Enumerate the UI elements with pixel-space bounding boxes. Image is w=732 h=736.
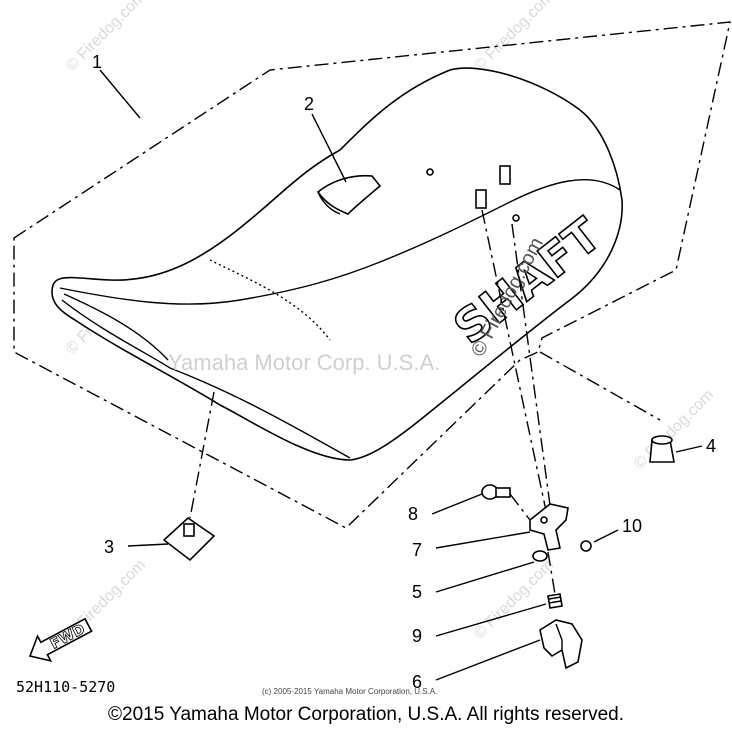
seat-front-seam [61,299,171,369]
part-6-lever [539,619,583,670]
lever-edge [555,623,563,650]
bolt-shank [495,487,511,498]
leader-dash [511,223,553,521]
leader-dash [481,209,549,521]
leader-7 [435,531,531,549]
leader-9 [435,603,547,637]
seat-outline [51,67,623,461]
fwd-arrow: FWD [28,617,93,663]
leader-dash [189,391,215,519]
lever [539,619,583,670]
callout-6: 6 [412,672,422,692]
seat-hole [426,168,434,176]
leader-10 [593,529,619,543]
part-3-clip-nut [162,391,216,562]
callout-10: 10 [622,516,642,536]
damper-top [651,435,673,445]
callout-4: 4 [706,436,716,456]
callout-9: 9 [412,626,422,646]
callout-8: 8 [408,504,418,524]
seat-assembly-boundary [13,21,731,529]
callout-1: 1 [92,52,102,72]
seat-stud [499,165,511,185]
leader-dash [539,351,661,421]
leader-8 [431,493,483,515]
leader-dash [509,493,531,521]
seat-hole [512,214,520,222]
callout-3: 3 [104,537,114,557]
callout-2: 2 [304,94,314,114]
leader-1 [99,69,141,119]
leader-dash [547,551,557,601]
leader-5 [435,561,535,593]
seat-front-seam-inner [63,293,169,361]
part-7-hook [529,503,569,551]
footer-copyright: ©2015 Yamaha Motor Corporation, U.S.A. A… [108,704,624,725]
callout-5: 5 [412,582,422,602]
watermark-owner: Yamaha Motor Corp. U.S.A. [168,350,440,375]
part-8-bolt [481,484,531,521]
watermark-site: © Firedog.com [63,0,149,75]
part-4-damper [539,351,675,463]
callout-leaders [99,69,703,681]
hook-hole [540,516,548,524]
leader-3 [127,543,169,547]
seat-side-seam [169,367,351,459]
part-5-collar [532,550,557,601]
seat-ridge [59,179,621,305]
diagram-part-number: 52H110-5270 [16,678,115,696]
seat-strap-loop [317,191,341,215]
hook-bracket [529,503,569,551]
clip-nut [162,516,216,562]
fwd-arrow-icon [28,617,93,663]
part-10-washer [580,540,592,552]
leader-6 [435,639,541,681]
seat-stud [475,189,487,209]
clip-nut-center [183,523,195,537]
seat-stitch [209,259,331,341]
leader-4 [675,445,703,453]
callout-numbers: 1 2 3 4 5 6 7 8 9 10 [92,52,716,692]
part-9-spring [547,593,563,609]
collar [532,550,548,562]
seat-strap [316,174,382,215]
spring-coils [548,596,562,604]
leader-2 [311,113,347,183]
small-copyright: (c) 2005-2015 Yamaha Motor Corporation, … [262,687,437,696]
callout-7: 7 [412,540,422,560]
watermark-site: © Firedog.com [471,0,557,75]
